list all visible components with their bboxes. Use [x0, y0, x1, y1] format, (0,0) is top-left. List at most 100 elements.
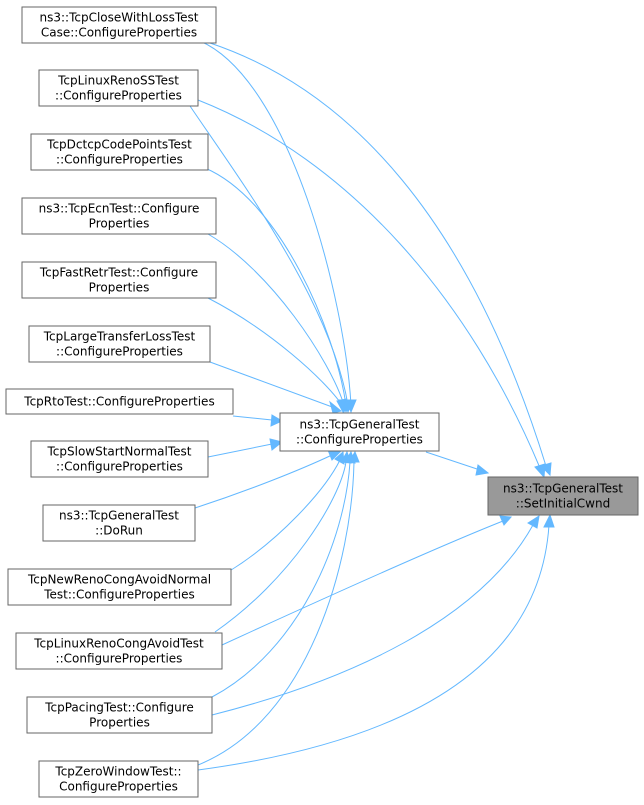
edge-arrowhead: [475, 464, 490, 476]
focus-node[interactable]: ns3::TcpGeneralTest::SetInitialCwnd: [487, 476, 639, 516]
edge-n12-sic: [197, 513, 555, 771]
edge-n4-cp: [207, 297, 347, 414]
node-box[interactable]: [5, 388, 234, 415]
node-label-line: ::ConfigureProperties: [56, 652, 183, 666]
edge-line: [227, 459, 341, 573]
node-box[interactable]: [30, 133, 209, 171]
edge-line: [207, 297, 343, 406]
node-label-line: ::SetInitialCwnd: [516, 497, 610, 511]
node-box[interactable]: [28, 325, 211, 363]
node-label-line: TcpPacingTest::Configure: [44, 701, 194, 715]
node-label-line: Test::ConfigureProperties: [43, 588, 195, 602]
edge-arrowhead: [534, 463, 546, 479]
node-label-line: ConfigureProperties: [59, 780, 178, 794]
node-box[interactable]: [21, 261, 217, 299]
edge-arrowhead: [499, 515, 513, 526]
edge-n11-sic: [211, 514, 540, 716]
node-label-line: ns3::TcpEcnTest::Configure: [39, 202, 200, 216]
node-box[interactable]: [7, 568, 232, 606]
edge-line: [197, 99, 541, 469]
node-label-line: Properties: [89, 281, 150, 295]
edge-line: [214, 461, 347, 633]
caller-node[interactable]: TcpSlowStartNormalTest::ConfigurePropert…: [30, 440, 209, 478]
edge-line: [207, 443, 273, 458]
edge-arrowhead: [348, 450, 360, 463]
edge-line: [425, 451, 481, 471]
caller-node[interactable]: TcpRtoTest::ConfigureProperties: [5, 388, 234, 415]
node-box[interactable]: [38, 69, 199, 107]
edge-arrowhead: [527, 514, 540, 529]
edge-arrowhead: [336, 398, 347, 414]
edge-line: [232, 415, 273, 421]
caller-node[interactable]: TcpPacingTest::ConfigureProperties: [26, 696, 213, 734]
node-label-line: TcpNewRenoCongAvoidNormal: [27, 573, 211, 587]
edge-n7-cp: [207, 438, 284, 458]
edge-n10-sic: [221, 515, 513, 646]
node-label-line: TcpFastRetrTest::Configure: [39, 266, 198, 280]
edge-arrowhead: [269, 438, 284, 451]
edge-n8-cp: [194, 449, 342, 509]
node-box[interactable]: [279, 412, 440, 452]
node-label-line: ::ConfigureProperties: [56, 345, 183, 359]
edge-line: [221, 520, 504, 646]
node-label-line: ::ConfigureProperties: [56, 460, 183, 474]
node-label-line: Properties: [89, 716, 150, 730]
caller-node[interactable]: ns3::TcpEcnTest::ConfigureProperties: [21, 197, 217, 235]
node-label-line: ::DoRun: [95, 524, 143, 538]
edge-n11-cp: [211, 450, 356, 698]
edge-line: [197, 461, 355, 766]
edge-n6-cp: [232, 414, 284, 427]
edge-line: [189, 105, 349, 406]
edge-n5-cp: [209, 361, 343, 414]
node-label-line: TcpDctcpCodePointsTest: [46, 138, 192, 152]
edge-line: [194, 454, 333, 509]
edge-n1-cp: [189, 105, 354, 414]
caller-node[interactable]: ns3::TcpGeneralTest::ConfigureProperties: [279, 412, 440, 452]
node-box[interactable]: [42, 504, 196, 542]
node-label-line: TcpLinuxRenoCongAvoidTest: [33, 637, 204, 651]
node-label-line: ns3::TcpCloseWithLossTest: [40, 11, 199, 25]
edge-arrowhead: [270, 414, 284, 427]
edge-n0-cp: [199, 40, 357, 414]
edge-line: [211, 461, 351, 698]
edge-line: [204, 167, 347, 406]
node-label-line: ns3::TcpGeneralTest: [299, 418, 419, 432]
caller-node[interactable]: TcpDctcpCodePointsTest::ConfigurePropert…: [30, 133, 209, 171]
edge-line: [199, 40, 352, 406]
node-box[interactable]: [21, 6, 217, 44]
caller-node[interactable]: ns3::TcpGeneralTest::DoRun: [42, 504, 196, 542]
edge-line: [197, 524, 550, 771]
edge-n1-sic: [197, 99, 546, 479]
caller-node[interactable]: TcpZeroWindowTest::ConfigureProperties: [38, 760, 199, 798]
caller-node[interactable]: TcpNewRenoCongAvoidNormalTest::Configure…: [7, 568, 232, 606]
edge-arrowhead: [543, 513, 555, 528]
caller-node[interactable]: TcpLinuxRenoSSTest::ConfigureProperties: [38, 69, 199, 107]
node-box[interactable]: [487, 476, 639, 516]
node-box[interactable]: [21, 197, 217, 235]
edge-n10-cp: [214, 450, 352, 633]
caller-node[interactable]: ns3::TcpCloseWithLossTestCase::Configure…: [21, 6, 217, 44]
node-label-line: TcpLinuxRenoSSTest: [57, 74, 179, 88]
nodes-layer: ns3::TcpCloseWithLossTestCase::Configure…: [5, 6, 639, 798]
edges-layer: [189, 40, 555, 771]
node-label-line: ::ConfigureProperties: [296, 433, 423, 447]
node-box[interactable]: [15, 632, 223, 670]
edge-line: [209, 42, 547, 467]
node-box[interactable]: [38, 760, 199, 798]
node-box[interactable]: [30, 440, 209, 478]
edge-n3-cp: [207, 233, 350, 414]
edge-arrowhead: [329, 400, 343, 414]
caller-node[interactable]: TcpFastRetrTest::ConfigureProperties: [21, 261, 217, 299]
node-label-line: ::ConfigureProperties: [56, 153, 183, 167]
edge-n2-cp: [204, 167, 352, 414]
caller-node[interactable]: TcpLinuxRenoCongAvoidTest::ConfigureProp…: [15, 632, 223, 670]
edge-n12-cp: [197, 450, 360, 766]
edge-cp-sic: [425, 451, 490, 476]
node-label-line: TcpRtoTest::ConfigureProperties: [23, 395, 214, 409]
node-box[interactable]: [26, 696, 213, 734]
node-label-line: TcpLargeTransferLossTest: [43, 330, 196, 344]
edge-n0-sic: [209, 42, 552, 477]
caller-node[interactable]: TcpLargeTransferLossTest::ConfigurePrope…: [28, 325, 211, 363]
edge-line: [211, 524, 534, 716]
